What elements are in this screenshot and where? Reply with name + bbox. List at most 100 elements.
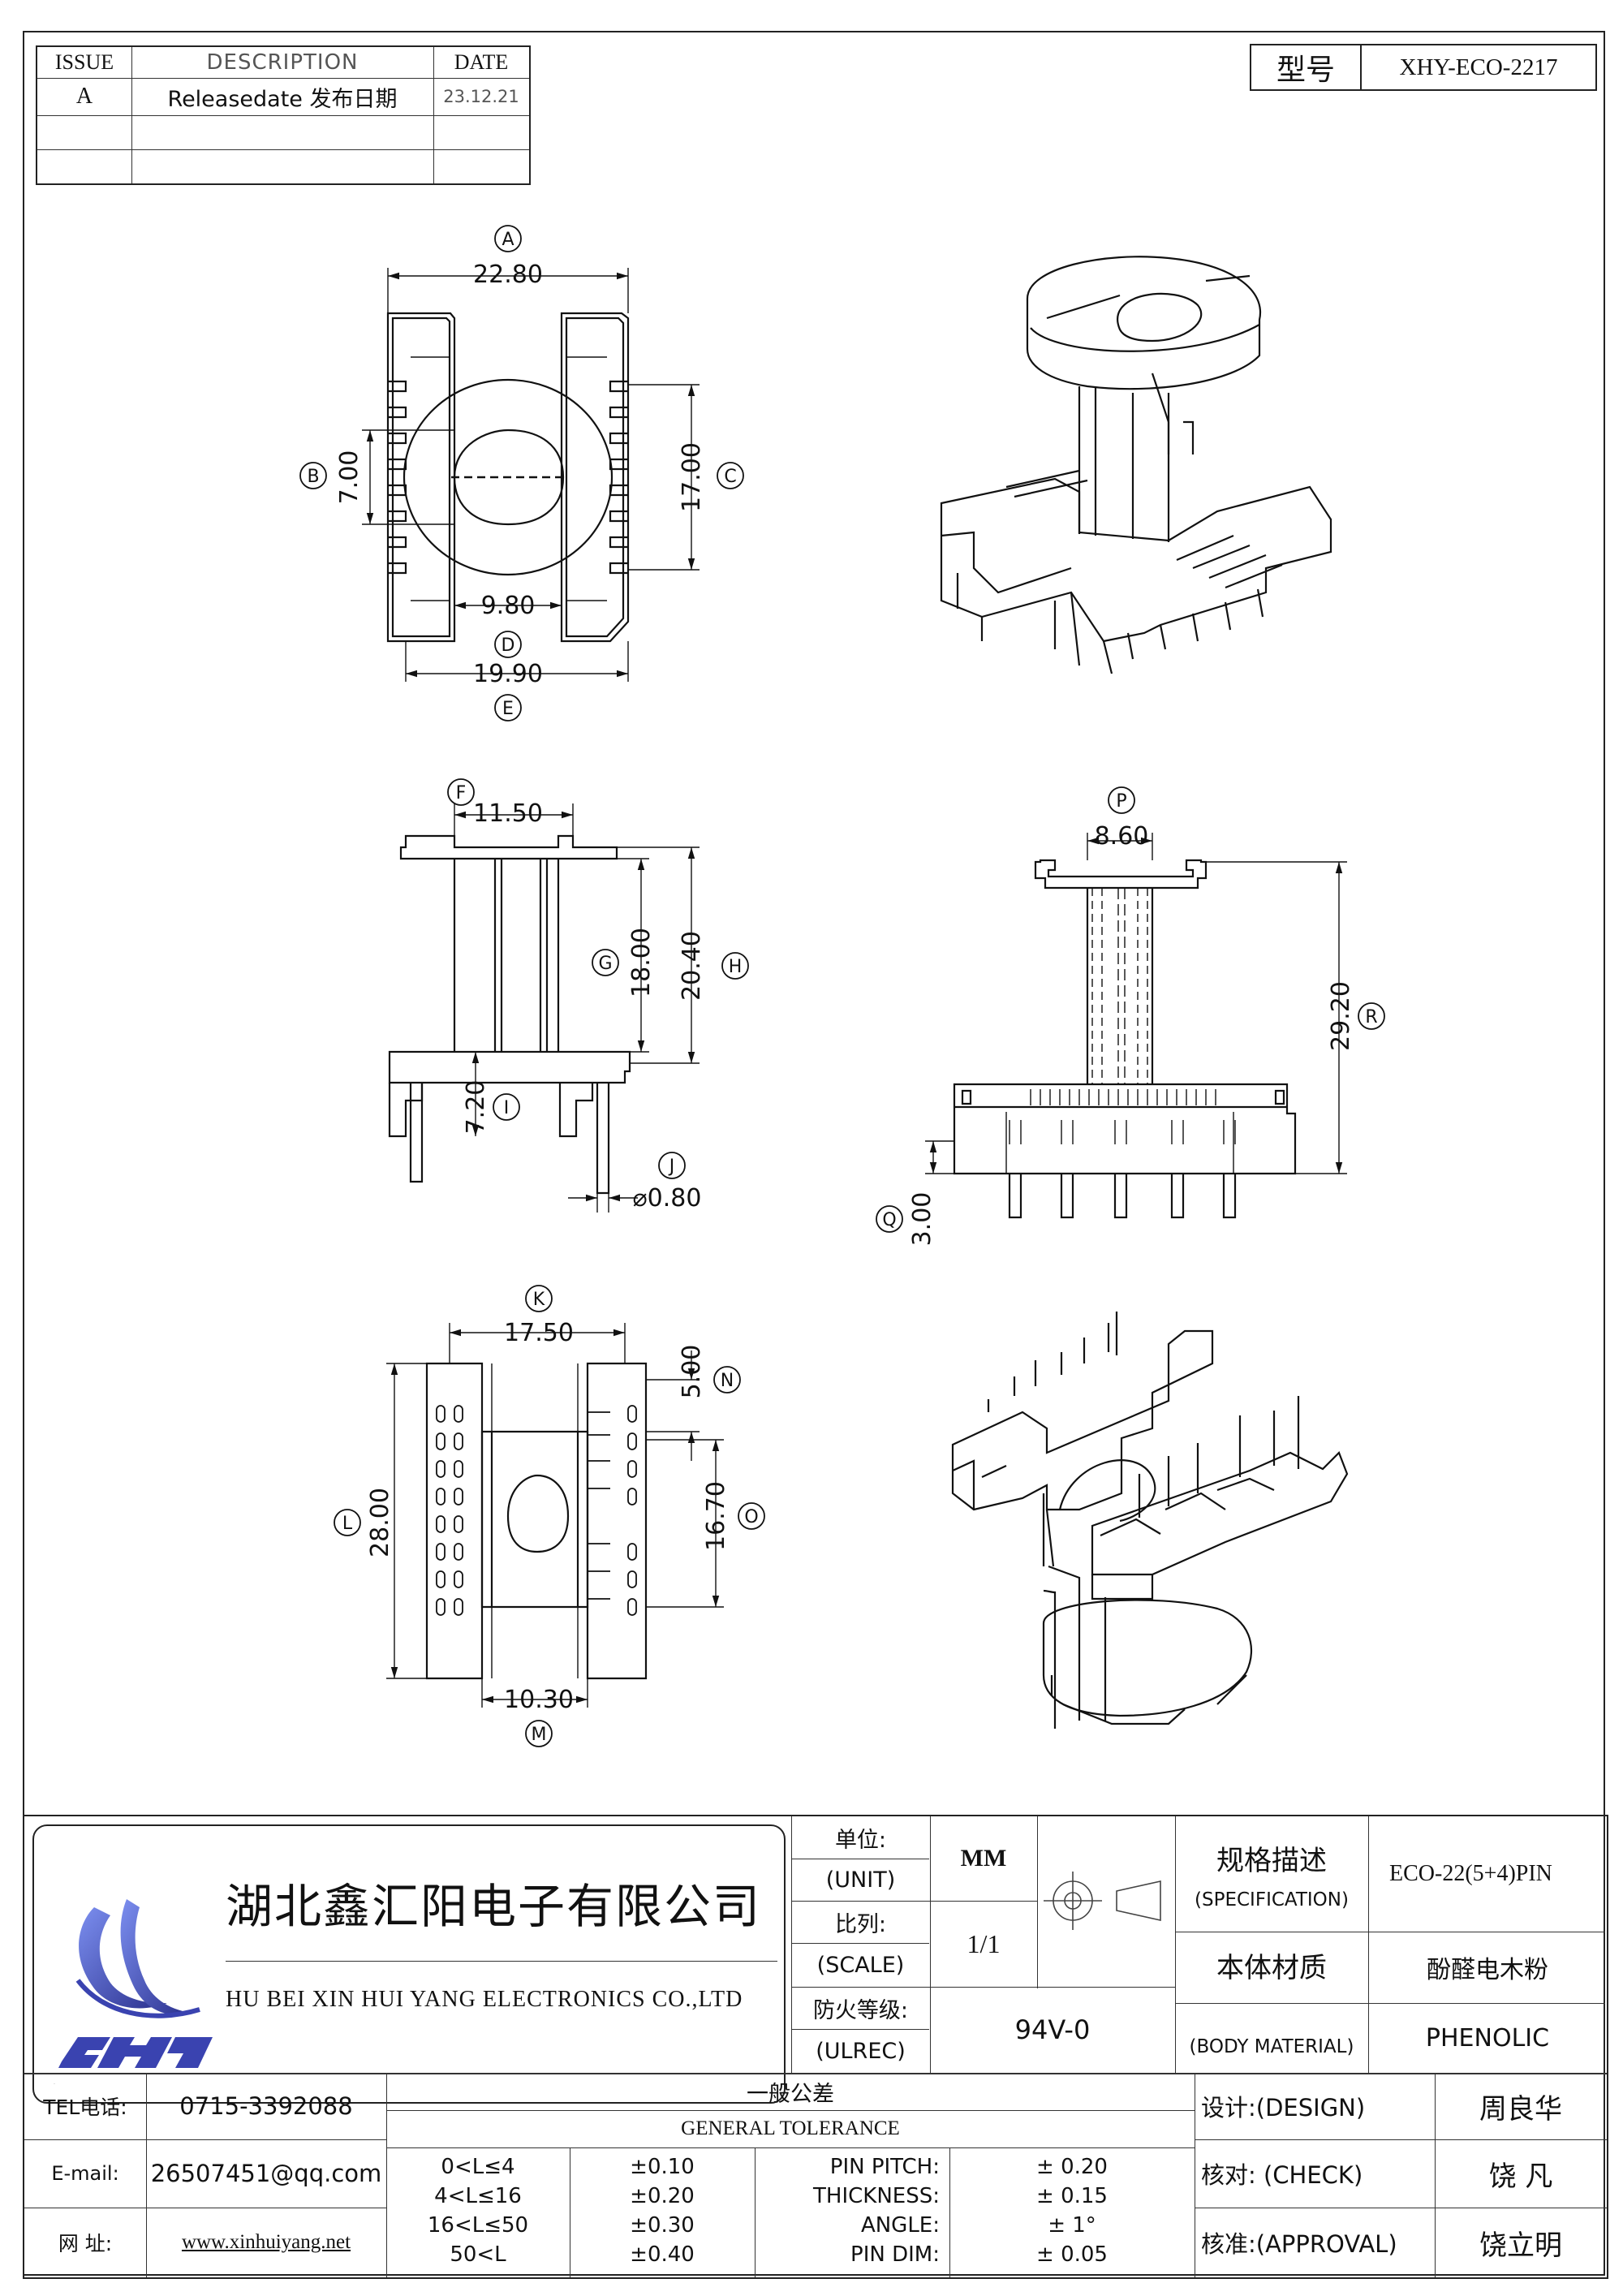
dim-B-value: 7.00 [335, 450, 364, 505]
scale-en: (SCALE) [816, 1952, 905, 1978]
material-value-cn: 酚醛电木粉 [1427, 1956, 1548, 1984]
dim-Q-value: 3.00 [908, 1192, 936, 1247]
tol-range-4: 50<L [450, 2242, 506, 2267]
tolerance-en: GENERAL TOLERANCE [681, 2117, 900, 2139]
company-name-en: HU BEI XIN HUI YANG ELECTRONICS CO.,LTD [226, 1987, 743, 2012]
dim-E-value: 19.90 [473, 660, 543, 688]
tel-value: 0715-3392088 [179, 2092, 353, 2120]
spec-cn: 规格描述 [1216, 1844, 1327, 1877]
dim-K-value: 17.50 [504, 1319, 574, 1347]
angle-value: ± 1° [1048, 2213, 1096, 2238]
dim-M-value: 10.30 [504, 1686, 574, 1714]
dim-F-value: 11.50 [473, 799, 543, 828]
dim-C-value: 17.00 [678, 442, 706, 512]
web-label: 网 址: [58, 2232, 113, 2255]
front-view [876, 786, 1385, 1233]
approval-name: 饶立明 [1479, 2229, 1562, 2262]
company-logo: XHY [54, 1899, 213, 2085]
tol-value-4: ±0.40 [630, 2242, 695, 2267]
design-label: 设计:(DESIGN) [1201, 2094, 1366, 2122]
marker-B: B [307, 467, 319, 487]
marker-K: K [533, 1290, 545, 1310]
thickness-value: ± 0.15 [1036, 2184, 1108, 2208]
marker-A: A [502, 230, 514, 250]
tol-value-1: ±0.10 [630, 2155, 695, 2179]
scale-cn: 比列: [834, 1911, 887, 1937]
marker-C: C [724, 467, 736, 487]
title-block: XHY 湖北鑫汇阳电子有限公司 HU BEI XIN HUI YANG ELEC… [23, 1815, 1608, 2279]
top-view [299, 225, 744, 722]
approval-label: 核准:(APPROVAL) [1201, 2230, 1397, 2258]
thickness-label: THICKNESS: [813, 2184, 940, 2208]
marker-F: F [456, 783, 467, 803]
marker-I: I [504, 1098, 510, 1118]
unit-en: (UNIT) [825, 1867, 896, 1893]
rev-description: Releasedate 发布日期 [167, 86, 398, 112]
company-box: XHY 湖北鑫汇阳电子有限公司 HU BEI XIN HUI YANG ELEC… [32, 1824, 786, 2104]
tol-range-1: 0<L≤4 [441, 2155, 515, 2179]
dim-G-value: 18.00 [627, 928, 656, 997]
dim-R-value: 29.20 [1327, 981, 1355, 1051]
marker-N: N [721, 1371, 734, 1391]
design-name: 周良华 [1479, 2092, 1562, 2126]
dim-I-value: 7.20 [462, 1080, 490, 1135]
rev-issue: A [75, 84, 93, 109]
company-name-cn: 湖北鑫汇阳电子有限公司 [226, 1879, 762, 1934]
ulrec-en: (ULREC) [816, 2038, 906, 2064]
tol-range-2: 4<L≤16 [434, 2184, 522, 2208]
marker-H: H [729, 957, 743, 977]
marker-E: E [502, 699, 514, 719]
dim-A-value: 22.80 [473, 261, 543, 289]
model-block: 型号 XHY-ECO-2217 [1250, 44, 1597, 91]
rev-header-date: DATE [454, 50, 509, 74]
logo-text: XHY [54, 2083, 55, 2085]
isometric-view-bottom [951, 1312, 1349, 1729]
check-label: 核对: (CHECK) [1201, 2161, 1363, 2189]
material-cn: 本体材质 [1216, 1951, 1327, 1984]
web-link[interactable]: www.xinhuiyang.net [181, 2231, 351, 2253]
pin-dim-value: ± 0.05 [1036, 2242, 1108, 2267]
isometric-view-top [940, 256, 1332, 674]
pin-dim-label: PIN DIM: [850, 2242, 940, 2267]
unit-value: MM [960, 1845, 1007, 1872]
material-en: (BODY MATERIAL) [1189, 2036, 1354, 2057]
pin-pitch-label: PIN PITCH: [829, 2155, 940, 2179]
tol-value-2: ±0.20 [630, 2184, 695, 2208]
rev-header-issue: ISSUE [54, 50, 114, 74]
unit-cn: 单位: [834, 1827, 887, 1853]
marker-D: D [502, 635, 515, 656]
side-view [388, 778, 749, 1213]
email-value[interactable]: 26507451@qq.com [150, 2160, 382, 2187]
dim-L-value: 28.00 [366, 1488, 394, 1557]
marker-P: P [1116, 791, 1126, 812]
rev-date: 23.12.21 [443, 87, 519, 106]
dim-J-value: ⌀0.80 [633, 1184, 702, 1213]
dim-N-value: 5.00 [678, 1345, 706, 1399]
spec-value: ECO-22(5+4)PIN [1389, 1861, 1552, 1886]
ulrec-value: 94V-0 [1014, 2014, 1091, 2045]
tol-value-3: ±0.30 [630, 2213, 695, 2238]
pin-pitch-value: ± 0.20 [1036, 2155, 1108, 2179]
projection-symbol-icon [1044, 1872, 1161, 1930]
email-label: E-mail: [51, 2162, 119, 2185]
scale-value: 1/1 [966, 1928, 1001, 1958]
marker-Q: Q [882, 1210, 896, 1230]
model-value: XHY-ECO-2217 [1399, 54, 1558, 80]
tol-range-3: 16<L≤50 [427, 2213, 529, 2238]
dim-H-value: 20.40 [678, 931, 706, 1001]
technical-drawing: A 22.80 B 7.00 C 17.00 9.80 D 19.90 E F … [299, 225, 1385, 1747]
ulrec-cn: 防火等级: [812, 1997, 909, 2023]
model-label: 型号 [1251, 45, 1362, 89]
check-name: 饶 凡 [1488, 2160, 1553, 2193]
rev-header-description: DESCRIPTION [206, 50, 359, 75]
bottom-view [334, 1285, 765, 1747]
marker-J: J [668, 1157, 675, 1177]
material-value-en: PHENOLIC [1425, 2023, 1550, 2053]
marker-G: G [598, 954, 612, 974]
marker-M: M [532, 1725, 547, 1745]
tel-label: TEL电话: [43, 2096, 127, 2119]
marker-L: L [342, 1514, 353, 1534]
revision-block: ISSUE DESCRIPTION DATE A Releasedate 发布日… [36, 45, 531, 185]
marker-R: R [1365, 1007, 1377, 1027]
dim-D-value: 9.80 [481, 592, 536, 620]
